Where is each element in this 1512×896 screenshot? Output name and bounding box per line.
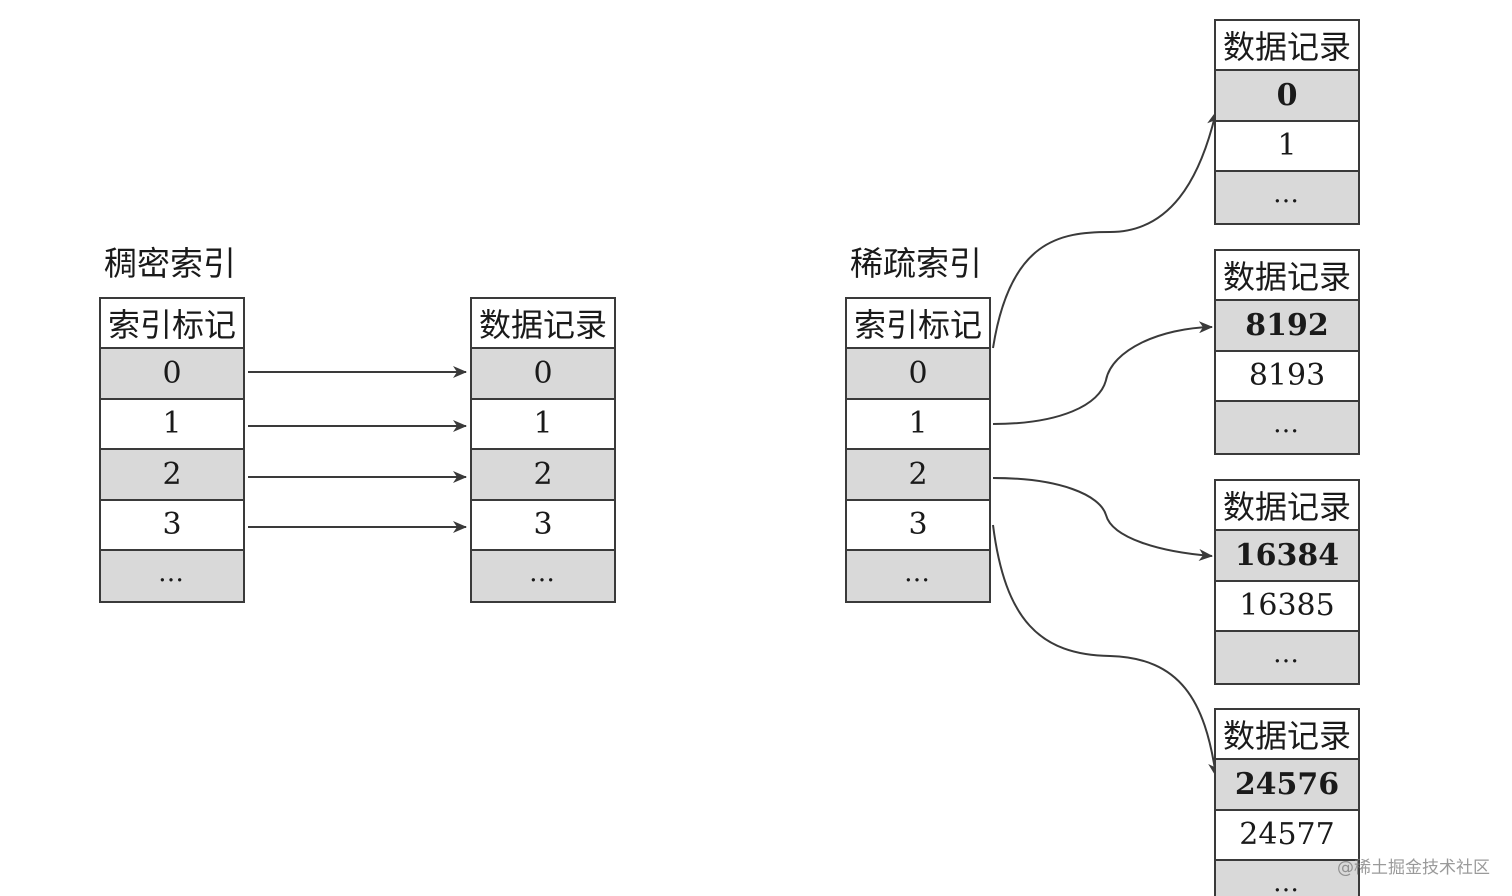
dense-data-row: 1 bbox=[472, 400, 614, 451]
sparse-data-row: 1 bbox=[1216, 122, 1358, 173]
sparse-data-header: 数据记录 bbox=[1216, 251, 1358, 302]
dense-data-table: 数据记录 0 1 2 3 … bbox=[470, 297, 616, 604]
sparse-index-row: 3 bbox=[847, 501, 989, 551]
dense-index-title: 稠密索引 bbox=[104, 244, 236, 283]
sparse-data-row: 8192 bbox=[1216, 301, 1358, 352]
sparse-index-row: 1 bbox=[847, 400, 989, 451]
dense-data-row: … bbox=[472, 550, 614, 602]
dense-index-row: 0 bbox=[101, 349, 243, 400]
dense-index-row: 3 bbox=[101, 501, 243, 551]
dense-data-header: 数据记录 bbox=[472, 299, 614, 350]
sparse-data-header: 数据记录 bbox=[1216, 21, 1358, 72]
sparse-index-row: 0 bbox=[847, 349, 989, 400]
sparse-data-block: 数据记录 24576 24577 … bbox=[1214, 708, 1360, 896]
sparse-arrow-0 bbox=[992, 111, 1219, 349]
sparse-data-row: 16385 bbox=[1216, 582, 1358, 633]
sparse-arrow-1 bbox=[992, 321, 1213, 425]
sparse-data-row: … bbox=[1216, 632, 1358, 683]
sparse-data-row: 0 bbox=[1216, 71, 1358, 122]
sparse-data-row: 8193 bbox=[1216, 352, 1358, 403]
sparse-index-row: … bbox=[847, 550, 989, 602]
sparse-index-title: 稀疏索引 bbox=[850, 244, 982, 283]
sparse-data-row: … bbox=[1216, 402, 1358, 453]
sparse-data-row: 24577 bbox=[1216, 811, 1358, 862]
dense-data-row: 3 bbox=[472, 501, 614, 551]
dense-data-row: 2 bbox=[472, 450, 614, 501]
sparse-data-block: 数据记录 8192 8193 … bbox=[1214, 249, 1360, 455]
dense-index-row: … bbox=[101, 550, 243, 602]
sparse-data-block: 数据记录 16384 16385 … bbox=[1214, 479, 1360, 685]
sparse-data-row: … bbox=[1216, 861, 1358, 896]
dense-index-table: 索引标记 0 1 2 3 … bbox=[99, 297, 245, 604]
sparse-data-header: 数据记录 bbox=[1216, 710, 1358, 761]
sparse-index-header: 索引标记 bbox=[847, 299, 989, 350]
dense-data-row: 0 bbox=[472, 349, 614, 400]
dense-index-row: 2 bbox=[101, 450, 243, 501]
watermark: @稀土掘金技术社区 bbox=[1337, 858, 1490, 878]
sparse-index-row: 2 bbox=[847, 450, 989, 501]
sparse-index-table: 索引标记 0 1 2 3 … bbox=[845, 297, 991, 604]
sparse-data-header: 数据记录 bbox=[1216, 481, 1358, 532]
sparse-data-row: 16384 bbox=[1216, 531, 1358, 582]
sparse-arrow-2 bbox=[992, 477, 1213, 561]
dense-index-row: 1 bbox=[101, 400, 243, 451]
sparse-data-block: 数据记录 0 1 … bbox=[1214, 19, 1360, 225]
sparse-arrow-3 bbox=[992, 524, 1221, 777]
sparse-data-row: 24576 bbox=[1216, 760, 1358, 811]
dense-index-header: 索引标记 bbox=[101, 299, 243, 350]
sparse-data-row: … bbox=[1216, 172, 1358, 223]
